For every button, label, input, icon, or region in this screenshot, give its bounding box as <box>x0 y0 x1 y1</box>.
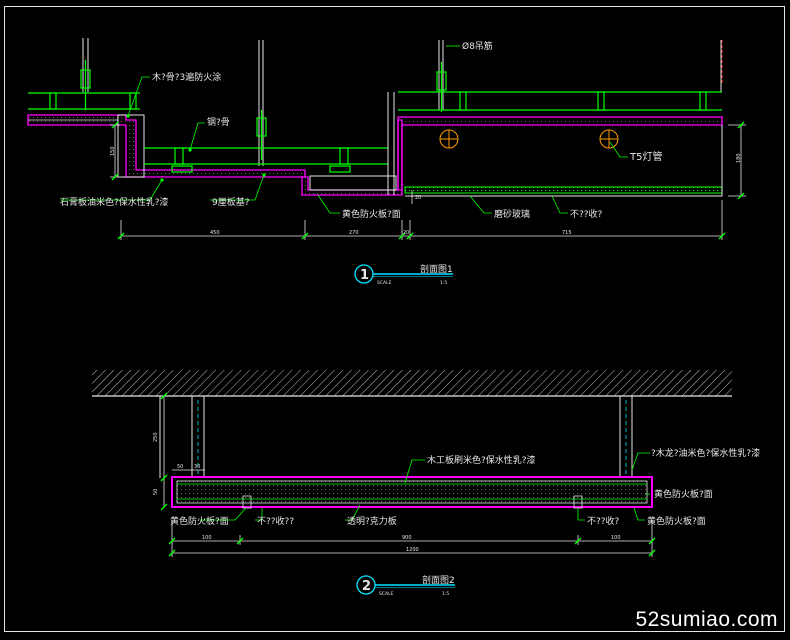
label-steel-edge: 不??收? <box>570 208 603 220</box>
dim-h-left: 150 <box>110 146 116 156</box>
dim2-w-small: 50 <box>177 464 183 470</box>
dim-h-small: 20 <box>415 195 421 201</box>
section-number-2: 2 <box>362 579 371 594</box>
label-fireboard-right-2: 黄色防火板?面 <box>647 515 706 527</box>
label-wood-board: 木工板刷米色?保水性乳?漆 <box>427 454 536 466</box>
dim2-w2: 900 <box>402 535 412 541</box>
section-title-1: 剖面图1 <box>420 263 453 275</box>
label-wood-keel: 木?骨?3遍防火涂 <box>152 71 221 83</box>
dim2-w3: 100 <box>611 535 621 541</box>
section-2-drawing: 木工板刷米色?保水性乳?漆 ?木龙?油米色?保水性乳?漆 黄色防火板?面 黄色防… <box>92 370 760 597</box>
label-fireboard: 黄色防火板?面 <box>342 208 401 220</box>
drawing-frame <box>4 6 785 632</box>
label-fireboard-right: 黄色防火板?面 <box>654 488 713 500</box>
dim-w1: 450 <box>210 230 220 236</box>
label-acrylic: 透明?克力板 <box>347 515 397 527</box>
dim-h-right: 180 <box>736 153 742 163</box>
section-2-title-block: 2 剖面图2 SCALE 1:5 <box>356 574 455 597</box>
label-gypsum-board: 石膏板油米色?保水性乳?漆 <box>60 196 169 208</box>
scale-value-1: 1:5 <box>440 280 447 286</box>
scale-label-1: SCALE <box>377 280 392 286</box>
label-plywood-base: 9厘板基? <box>212 196 250 208</box>
label-frosted-glass: 磨砂玻璃 <box>494 208 530 220</box>
scale-value-2: 1:5 <box>442 591 449 597</box>
dim2-h2: 50 <box>153 489 159 495</box>
label-rod: Ø8吊筋 <box>462 40 493 52</box>
watermark: 52sumiao.com <box>635 608 778 631</box>
section-1-drawing: 木?骨?3遍防火涂 钢?骨 Ø8吊筋 T5灯管 石膏板油米色?保水性乳?漆 9厘… <box>27 38 746 286</box>
label-fireboard-left: 黄色防火板?面 <box>170 515 229 527</box>
label-steel-keel: 钢?骨 <box>207 116 230 128</box>
label-wood-keel-2: ?木龙?油米色?保水性乳?漆 <box>651 447 760 459</box>
scale-label-2: SCALE <box>379 591 394 597</box>
label-t5-lamp: T5灯管 <box>629 150 662 163</box>
label-steel-right: 不??收? <box>587 515 620 527</box>
dim2-total: 1200 <box>406 547 419 553</box>
section-title-2: 剖面图2 <box>422 574 455 586</box>
dim-w3: 20 <box>403 230 409 236</box>
section-number-1: 1 <box>360 268 369 283</box>
label-steel-left: 不??收?? <box>257 515 294 527</box>
dim-w4: 715 <box>562 230 572 236</box>
dim2-h1: 250 <box>153 432 159 442</box>
dim2-w1: 100 <box>202 535 212 541</box>
dim2-w-small-2: 30 <box>194 464 200 470</box>
section-1-title-block: 1 剖面图1 SCALE 1:5 <box>354 263 453 286</box>
dim-w2: 270 <box>349 230 359 236</box>
